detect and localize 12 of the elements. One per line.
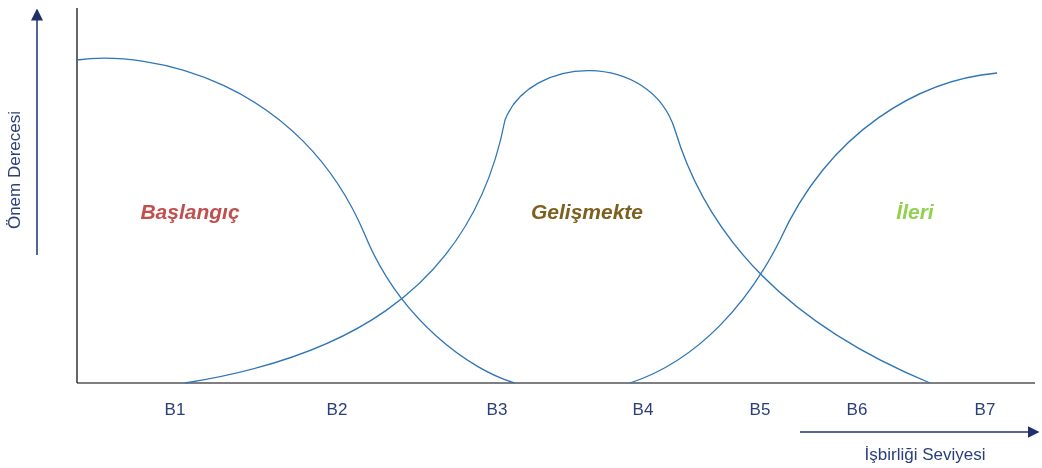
tick-label: B6	[846, 400, 868, 420]
region-label: Başlangıç	[140, 200, 240, 224]
region-label: Gelişmekte	[530, 200, 644, 224]
tick-label: B7	[974, 400, 996, 420]
axis-title: Önem Derecesi	[5, 110, 25, 230]
tick-label: B4	[632, 400, 654, 420]
tick-label: B2	[326, 400, 348, 420]
tick-label: B5	[749, 400, 771, 420]
axis-title: İşbirliği Seviyesi	[864, 445, 986, 465]
region-label: İleri	[896, 200, 934, 224]
tick-label: B1	[164, 400, 186, 420]
tick-label: B3	[486, 400, 508, 420]
